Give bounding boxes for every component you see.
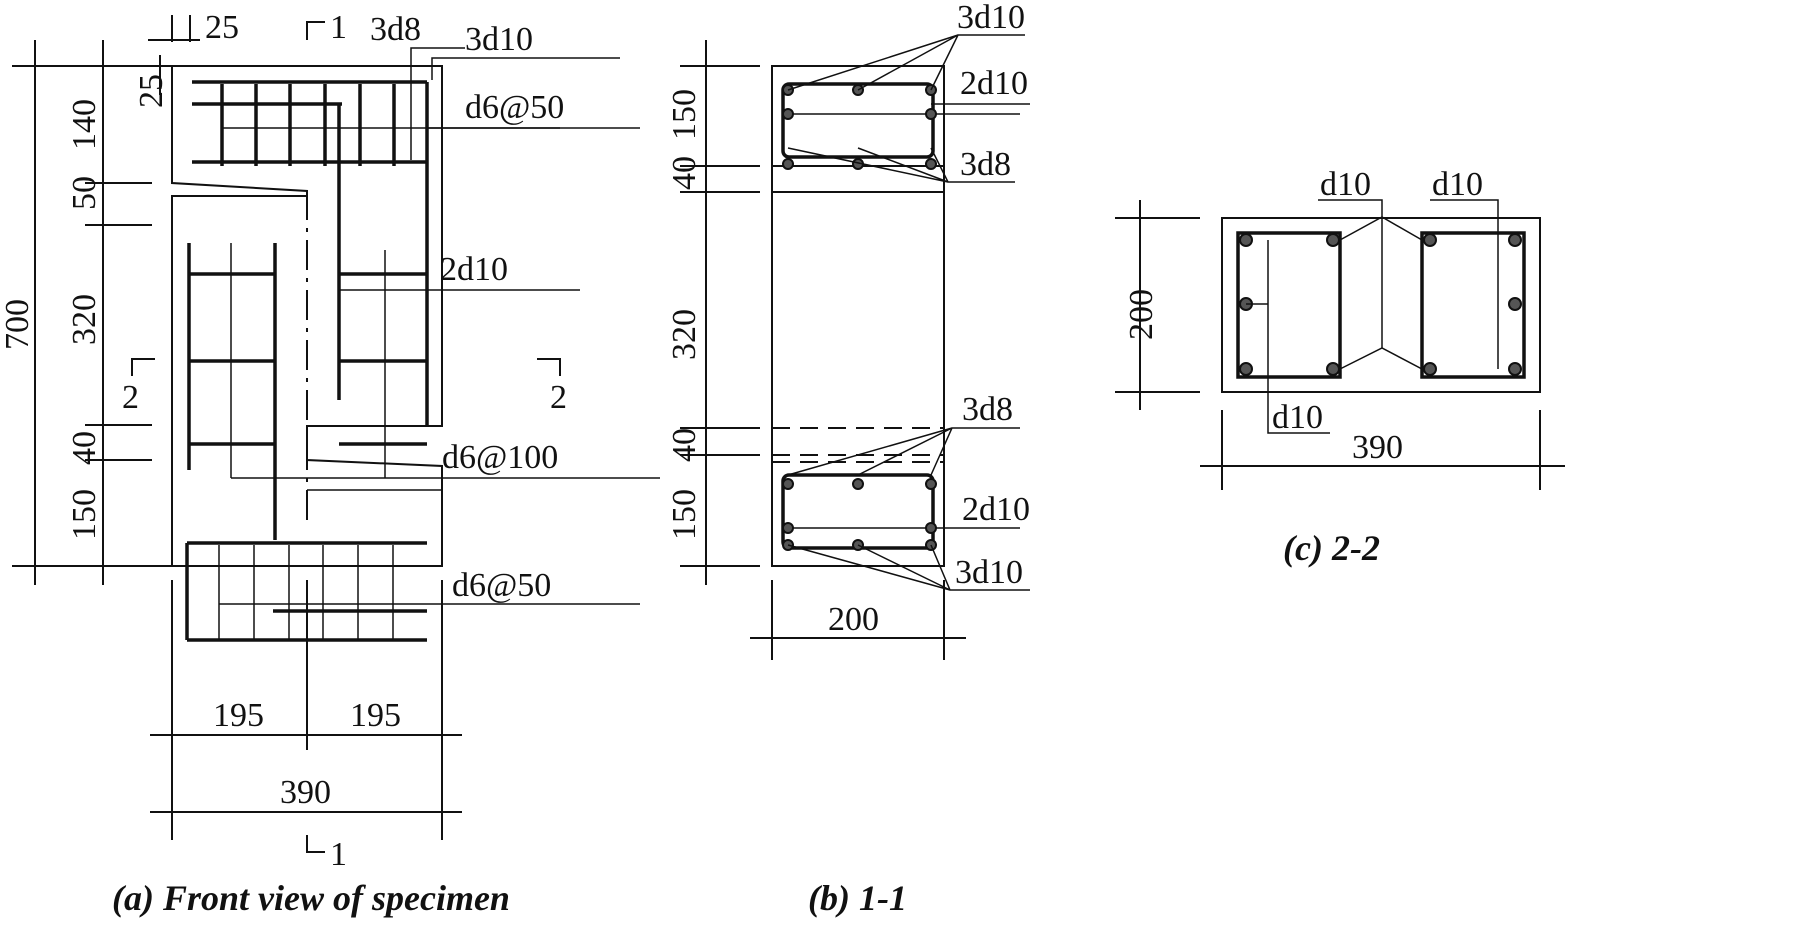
rebar-c-d10-bottom: d10: [1272, 399, 1323, 436]
dim-c-200: 200: [1123, 289, 1160, 340]
panel-b-text: 150 40 320 40 150 200 3d10 2d10 3d8 3d8 …: [666, 0, 1030, 918]
dim-b-200: 200: [828, 601, 879, 638]
dim-150: 150: [66, 489, 103, 540]
rebar-b-3d8-top: 3d8: [960, 146, 1011, 183]
rebar-c-d10-right: d10: [1432, 166, 1483, 203]
rebar-label-3d10: 3d10: [465, 21, 533, 58]
panel-c-section-2-2: [1115, 199, 1565, 490]
rebar-b-3d8-bottom: 3d8: [962, 391, 1013, 428]
caption-a: (a) Front view of specimen: [112, 878, 510, 918]
rebar-c-d10-left: d10: [1320, 166, 1371, 203]
dim-320: 320: [66, 294, 103, 345]
rebar-label-d6-50-top: d6@50: [465, 89, 564, 126]
rebar-b-3d10-bottom: 3d10: [955, 554, 1023, 591]
dim-195-right: 195: [350, 697, 401, 734]
dim-b-150-top: 150: [666, 89, 703, 140]
rebar-label-2d10: 2d10: [440, 251, 508, 288]
section-mark-1-top: 1: [330, 9, 347, 46]
rebar-label-d6-50-bottom: d6@50: [452, 567, 551, 604]
dim-b-40-top: 40: [666, 156, 703, 190]
caption-b: (b) 1-1: [808, 878, 907, 918]
section-mark-2-right: 2: [550, 379, 567, 416]
dim-50: 50: [66, 176, 103, 210]
dim-140: 140: [66, 99, 103, 150]
panel-a-front-view: [12, 15, 660, 853]
panel-c-text: 200 390 d10 d10 d10 (c) 2-2: [1123, 166, 1483, 568]
dim-b-320: 320: [666, 309, 703, 360]
cover-dim-top: 25: [205, 9, 239, 46]
dim-195-left: 195: [213, 697, 264, 734]
dim-390: 390: [280, 774, 331, 811]
dim-b-150-bottom: 150: [666, 489, 703, 540]
panel-b-section-1-1: [680, 34, 1030, 660]
rebar-b-2d10-top: 2d10: [960, 65, 1028, 102]
dim-total-700: 700: [0, 299, 36, 350]
section-mark-2-left: 2: [122, 379, 139, 416]
section-mark-1-bottom: 1: [330, 836, 347, 873]
rebar-label-3d8: 3d8: [370, 11, 421, 48]
dim-40: 40: [66, 431, 103, 465]
dim-b-40-bottom: 40: [666, 428, 703, 462]
rebar-label-d6-100: d6@100: [442, 439, 558, 476]
rebar-b-3d10-top: 3d10: [957, 0, 1025, 36]
caption-c: (c) 2-2: [1283, 528, 1380, 568]
cover-dim-side: 25: [133, 74, 170, 108]
panel-a-text: 25 25 700 140 50 320 40 150 195 195 390 …: [0, 9, 567, 918]
rebar-b-2d10-bottom: 2d10: [962, 491, 1030, 528]
dim-c-390: 390: [1352, 429, 1403, 466]
